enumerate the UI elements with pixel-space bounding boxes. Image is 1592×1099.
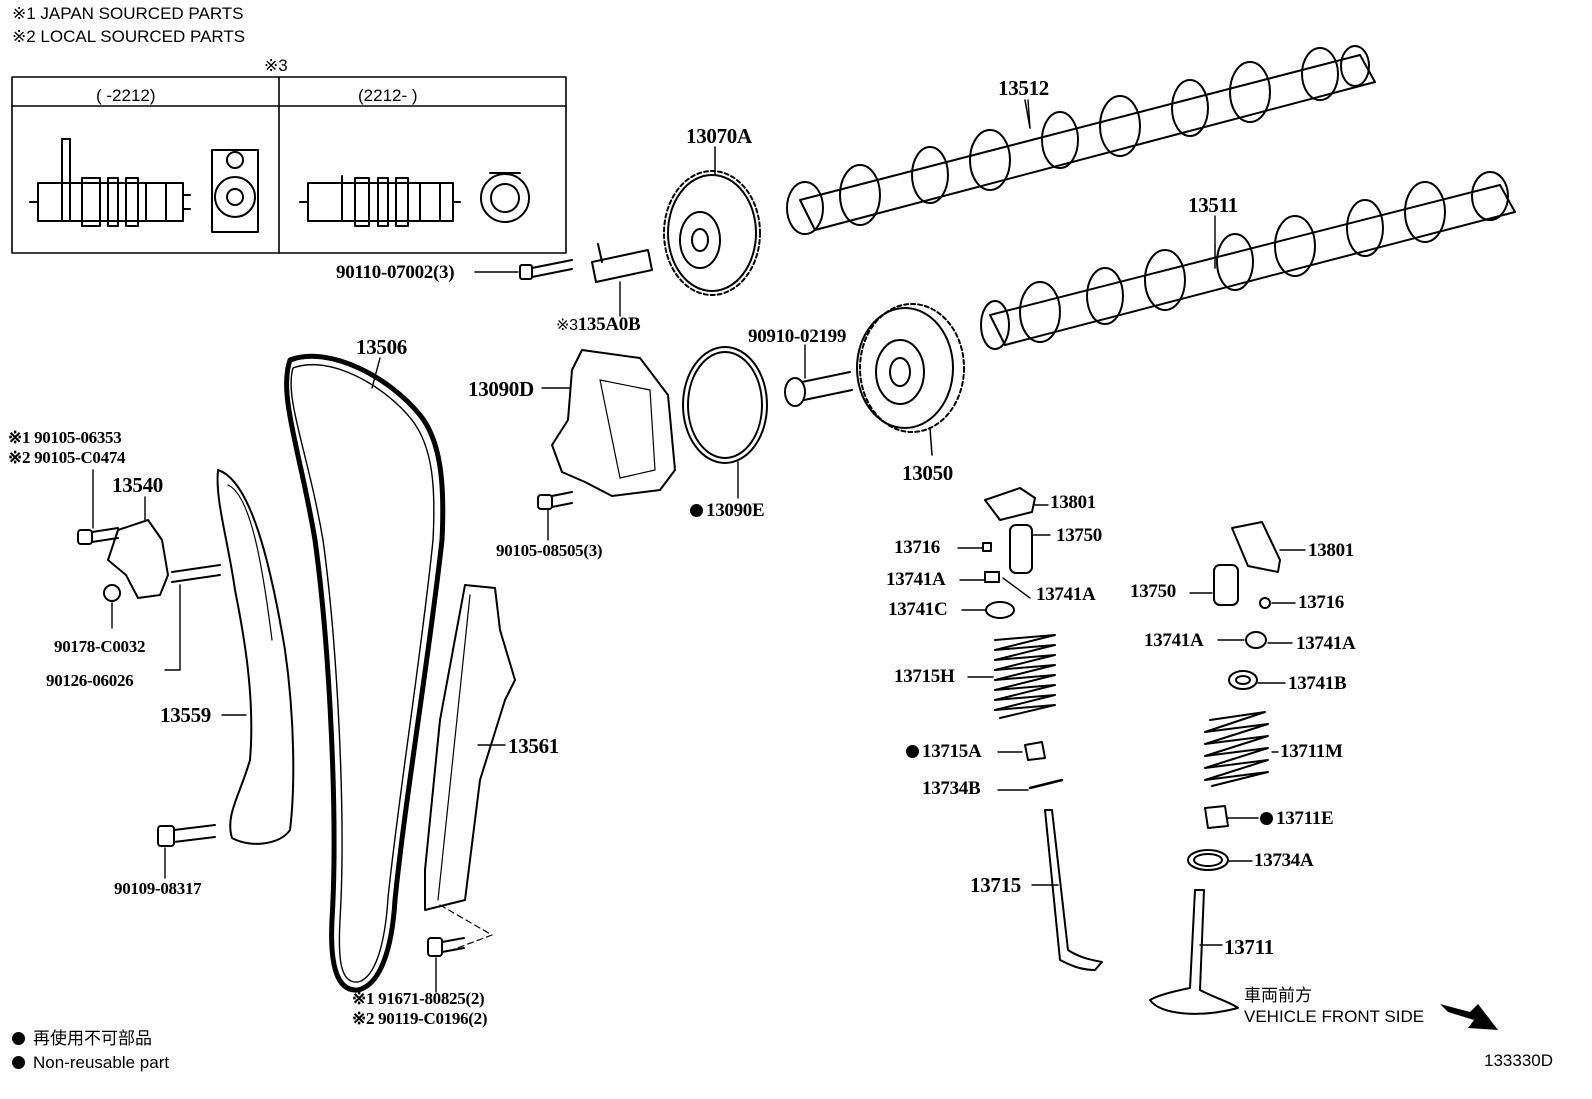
label-13750-intake: 13750: [1130, 581, 1177, 602]
label-13090D: 13090D: [468, 377, 534, 401]
valvetrain-exhaust: [957, 487, 1103, 971]
label-13711E: 13711E: [1260, 808, 1334, 830]
label-13741B: 13741B: [1288, 673, 1347, 694]
legend-dot: [12, 1032, 25, 1045]
inset-right-range: (2212- ): [358, 86, 418, 105]
vvt-sprocket-13050: [856, 303, 965, 456]
valvetrain-intake: [1149, 521, 1306, 1015]
timing-chain-13506: [284, 353, 446, 993]
camshaft-13511: [980, 171, 1516, 350]
label-13801-intake: 13801: [1308, 540, 1355, 561]
label-135A0B-number: 135A0B: [577, 314, 641, 335]
label-90126-06026: 90126-06026: [46, 671, 134, 690]
bolt-91671: [427, 937, 465, 993]
label-90109-08317: 90109-08317: [114, 879, 202, 898]
legend-en-text: Non-reusable part: [33, 1053, 170, 1072]
note-local-sourced: ※2 LOCAL SOURCED PARTS: [12, 27, 246, 46]
non-reusable-mark: [1260, 812, 1273, 825]
label-91671-80825: ※1 91671-80825(2): [352, 989, 485, 1008]
label-13711E-number: 13711E: [1276, 808, 1334, 829]
label-13559: 13559: [160, 703, 212, 727]
label-13715H: 13715H: [894, 666, 955, 687]
chain-guide-13561: [424, 584, 516, 951]
label-90178-C0032: 90178-C0032: [54, 637, 146, 656]
label-13741A-exhaust-left: 13741A: [886, 569, 946, 590]
label-13741A-intake-left: 13741A: [1144, 630, 1204, 651]
label-135A0B-ref: ※3: [556, 317, 578, 334]
label-13741C: 13741C: [888, 599, 948, 620]
label-13741A-intake-right: 13741A: [1296, 633, 1356, 654]
label-13716-intake: 13716: [1298, 592, 1345, 613]
label-13801-exhaust: 13801: [1050, 492, 1097, 513]
figure-code: 133330D: [1484, 1051, 1554, 1070]
inset-left-range: ( -2212): [96, 86, 156, 105]
legend-dot: [12, 1056, 25, 1069]
label-90910-02199: 90910-02199: [748, 326, 847, 347]
label-13716-exhaust: 13716: [894, 537, 941, 558]
label-13540: 13540: [112, 473, 164, 497]
label-13506: 13506: [356, 335, 408, 359]
chain-cover-13090D: [541, 349, 676, 497]
label-13715A-number: 13715A: [922, 741, 982, 762]
ocv-bolt-and-valve: [474, 243, 653, 317]
label-13070A: 13070A: [686, 124, 752, 148]
inset-ocv-old: [29, 138, 259, 233]
non-reusable-mark: [690, 504, 703, 517]
label-13711: 13711: [1224, 935, 1274, 959]
label-13750-exhaust: 13750: [1056, 525, 1103, 546]
gasket-13090E: [682, 346, 768, 499]
label-13711M: 13711M: [1280, 741, 1343, 762]
label-135A0B: ※3135A0B: [556, 314, 641, 337]
label-13741A-exhaust-right: 13741A: [1036, 584, 1096, 605]
label-90119-C0196: ※2 90119-C0196(2): [352, 1009, 488, 1028]
label-13715A: 13715A: [906, 741, 982, 763]
label-90110-07002: 90110-07002(3): [336, 262, 455, 283]
chain-tensioner-13540: [77, 469, 221, 671]
label-13715: 13715: [970, 873, 1022, 897]
label-13050: 13050: [902, 461, 954, 485]
bolt-90105-08505: [537, 491, 573, 541]
vvt-sprocket-13070A: [663, 146, 761, 296]
inset-ocv-new: [299, 172, 530, 227]
bolt-90910: [784, 344, 853, 407]
label-90105-C0474: ※2 90105-C0474: [8, 448, 126, 467]
legend-non-reusable-en: Non-reusable part: [12, 1053, 169, 1073]
bolt-90109: [157, 824, 216, 879]
label-90105-08505: 90105-08505(3): [496, 541, 603, 560]
label-13090E-number: 13090E: [706, 500, 765, 521]
direction-label-jp: 車両前方: [1244, 986, 1312, 1005]
legend-jp-text: 再使用不可部品: [33, 1029, 152, 1048]
label-13561: 13561: [508, 734, 560, 758]
vehicle-front-arrow: [1440, 1004, 1498, 1030]
direction-label-en: VEHICLE FRONT SIDE: [1244, 1007, 1425, 1026]
label-13734A: 13734A: [1254, 850, 1314, 871]
label-90105-06353: ※1 90105-06353: [8, 428, 122, 447]
camshaft-13512: [786, 45, 1376, 235]
label-13512: 13512: [998, 76, 1050, 100]
inset-reference: ※3: [264, 56, 288, 75]
legend-non-reusable-jp: 再使用不可部品: [12, 1029, 152, 1049]
label-13511: 13511: [1188, 193, 1238, 217]
label-13734B: 13734B: [922, 778, 981, 799]
chain-slipper-13559: [216, 469, 295, 845]
inset-box: [11, 76, 567, 254]
non-reusable-mark: [906, 745, 919, 758]
label-13090E: 13090E: [690, 500, 765, 522]
note-japan-sourced: ※1 JAPAN SOURCED PARTS: [12, 4, 244, 23]
